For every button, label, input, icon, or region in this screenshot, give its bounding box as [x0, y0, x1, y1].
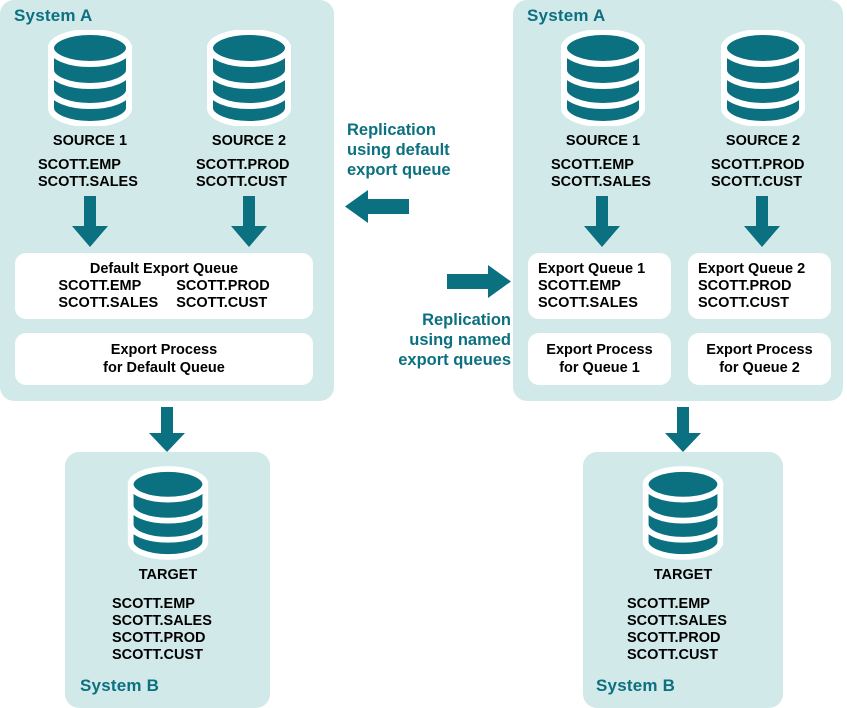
export-process-queue-1-line2: for Queue 1 [559, 360, 640, 376]
default-export-queue-heading: Default Export Queue [89, 261, 239, 277]
right-source2-tables: SCOTT.PROD SCOTT.CUST [711, 157, 805, 190]
export-queue-2-heading: Export Queue 2 [698, 261, 806, 277]
default-export-process-box: Export Process for Default Queue [15, 333, 313, 385]
left-source2-tables: SCOTT.PROD SCOTT.CUST [196, 157, 290, 190]
right-source1-database-icon [557, 30, 649, 126]
export-queue-2-tables: SCOTT.PROD SCOTT.CUST [698, 278, 792, 311]
default-export-queue-col2: SCOTT.PROD SCOTT.CUST [176, 278, 270, 311]
left-source1-down-arrow-icon [71, 196, 109, 248]
default-export-queue-tables: SCOTT.EMP SCOTT.SALES SCOTT.PROD SCOTT.C… [15, 278, 313, 312]
export-process-queue-2-line1: Export Process [706, 342, 813, 358]
left-source2-title: SOURCE 2 [211, 133, 287, 149]
left-source1-tables: SCOTT.EMP SCOTT.SALES [38, 157, 138, 190]
replication-named-right-arrow-icon [446, 264, 511, 299]
left-system-a-label: System A [14, 6, 93, 25]
default-export-process-line1: Export Process [110, 342, 218, 358]
replication-default-left-arrow-icon [345, 189, 410, 224]
legend-named-queues-text: Replication using named export queues [398, 311, 511, 369]
left-source1-database-icon [44, 30, 136, 126]
export-queue-2-box: Export Queue 2 SCOTT.PROD SCOTT.CUST [688, 253, 831, 319]
right-source1-title: SOURCE 1 [565, 133, 641, 149]
left-source2-database-icon [203, 30, 295, 126]
right-target-title: TARGET [653, 567, 713, 583]
export-process-queue-2-line2: for Queue 2 [719, 360, 800, 376]
default-export-process-line2: for Default Queue [103, 360, 225, 376]
right-source1-down-arrow-icon [583, 196, 621, 248]
left-target-database-icon [124, 466, 212, 560]
right-source1-tables: SCOTT.EMP SCOTT.SALES [551, 157, 651, 190]
left-target-tables: SCOTT.EMP SCOTT.SALES SCOTT.PROD SCOTT.C… [112, 596, 212, 663]
left-to-system-b-arrow-icon [148, 407, 186, 453]
right-source2-database-icon [717, 30, 809, 126]
right-target-database-icon [639, 466, 727, 560]
export-process-queue-1-box: Export Process for Queue 1 [528, 333, 671, 385]
right-source2-title: SOURCE 2 [725, 133, 801, 149]
export-queue-1-tables: SCOTT.EMP SCOTT.SALES [538, 278, 638, 311]
export-queue-1-box: Export Queue 1 SCOTT.EMP SCOTT.SALES [528, 253, 671, 319]
default-export-queue-box: Default Export Queue SCOTT.EMP SCOTT.SAL… [15, 253, 313, 319]
right-source2-down-arrow-icon [743, 196, 781, 248]
left-target-title: TARGET [138, 567, 198, 583]
default-export-queue-col1: SCOTT.EMP SCOTT.SALES [58, 278, 159, 311]
left-source1-title: SOURCE 1 [52, 133, 128, 149]
right-to-system-b-arrow-icon [664, 407, 702, 453]
left-source2-down-arrow-icon [230, 196, 268, 248]
legend-default-queue-text: Replication using default export queue [347, 121, 451, 179]
export-process-queue-1-line1: Export Process [546, 342, 653, 358]
right-system-b-label: System B [596, 676, 676, 695]
left-system-b-label: System B [80, 676, 160, 695]
right-system-a-label: System A [527, 6, 606, 25]
export-process-queue-2-box: Export Process for Queue 2 [688, 333, 831, 385]
export-queue-1-heading: Export Queue 1 [538, 261, 646, 277]
right-target-tables: SCOTT.EMP SCOTT.SALES SCOTT.PROD SCOTT.C… [627, 596, 727, 663]
